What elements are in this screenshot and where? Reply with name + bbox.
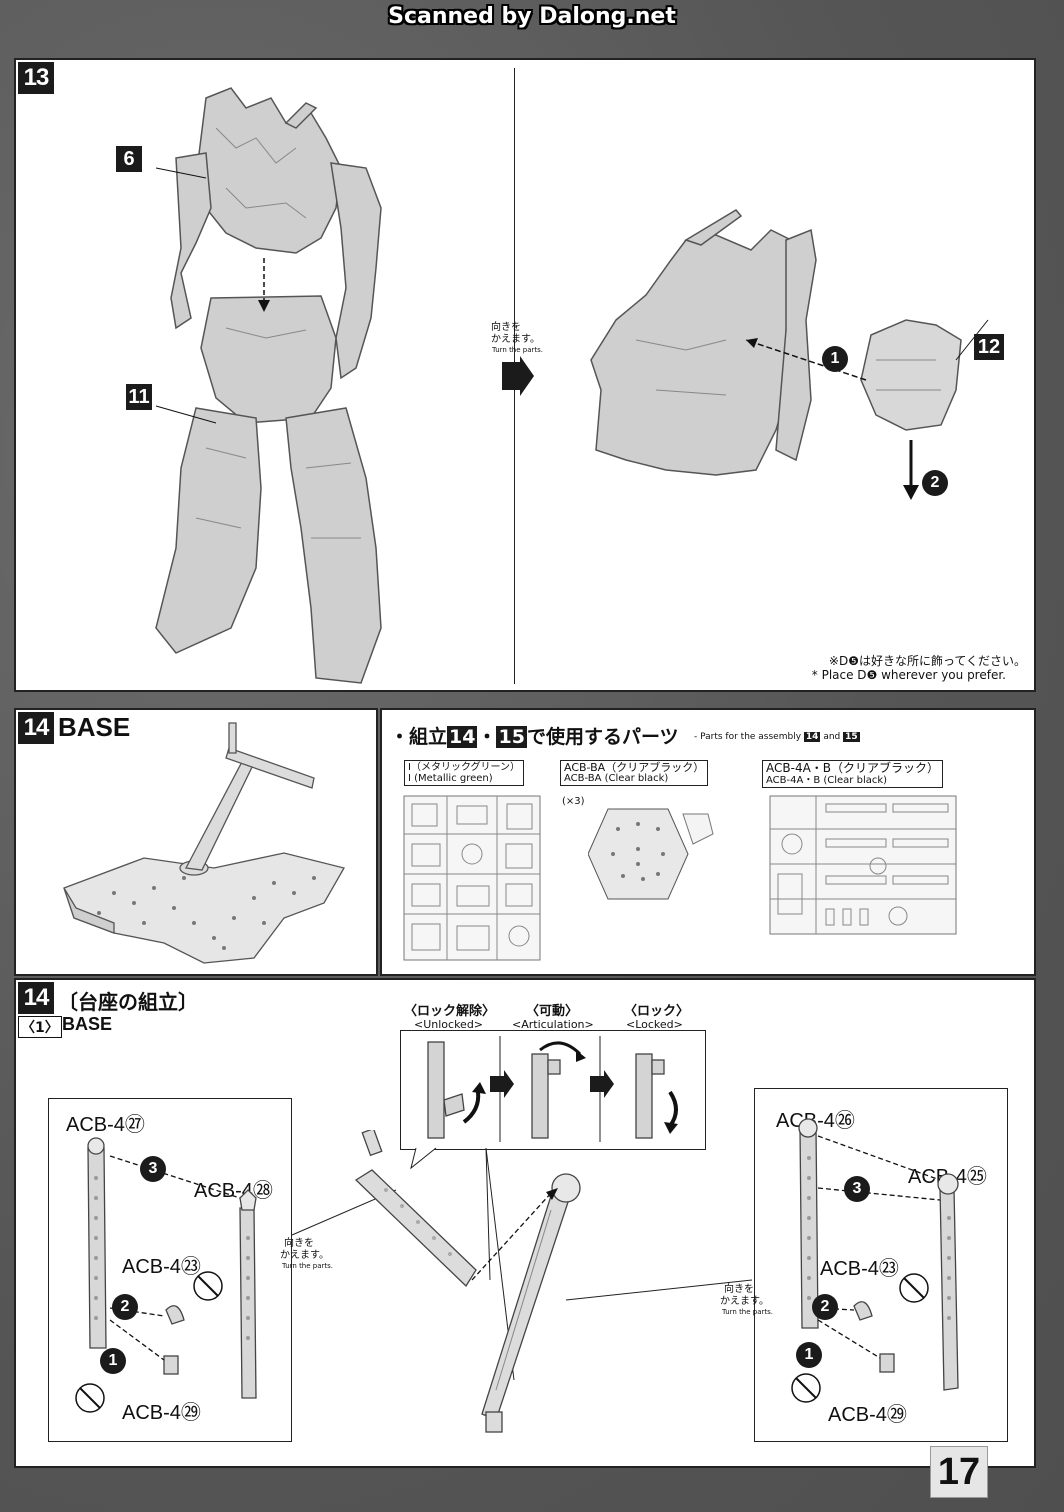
runner-acb-4-label: ACB-4A・B（クリアブラック） ACB-4A・B (Clear black) (762, 760, 944, 788)
parts-heading-step-14: 14 (447, 726, 478, 748)
right-step-2-marker: 2 (812, 1294, 838, 1320)
parts-en-15: 15 (843, 732, 860, 742)
turn-parts-en-left: Turn the parts. (282, 1262, 334, 1270)
left-part-23: ACB-4㉓ (122, 1256, 201, 1278)
page-number: 17 (930, 1446, 988, 1498)
runner-acb-ba-qty: (×3) (562, 796, 585, 807)
turn-parts-jp-1-right: 向きを (724, 1284, 754, 1295)
unicorn-upper-body-illustration (590, 209, 989, 500)
runner-i-label: I（メタリックグリーン） I (Metallic green) (404, 760, 525, 786)
parts-en-prefix: - Parts for the assembly (694, 732, 802, 742)
lock-modes-box (400, 1030, 706, 1150)
note-en: * Place D❺ wherever you prefer. (811, 668, 1006, 682)
runner-acb-4-en: ACB-4A・B (Clear black) (766, 775, 888, 786)
right-part-26: ACB-4㉖ (776, 1110, 855, 1132)
note-jp: ※D❺は好きな所に飾ってください。 (828, 654, 1026, 668)
left-part-27: ACB-4㉗ (66, 1114, 145, 1136)
right-arm-assembly-illustration (791, 1118, 959, 1403)
right-part-23: ACB-4㉓ (820, 1258, 899, 1280)
parts-heading-en: - Parts for the assembly 14 and 15 (694, 732, 860, 742)
lock-modes-illustration (427, 1036, 678, 1142)
left-step-2-marker: 2 (112, 1294, 138, 1320)
parts-heading-suffix: で使用するパーツ (526, 726, 679, 748)
center-arm-illustration (354, 1130, 581, 1433)
parts-heading-step-15: 15 (496, 726, 527, 748)
step-title: BASE (58, 712, 131, 742)
turn-parts-en-right: Turn the parts. (722, 1308, 774, 1316)
left-arm-assembly-illustration (75, 1137, 257, 1413)
parts-heading-prefix: ・組立 (390, 726, 448, 748)
parts-en-14: 14 (803, 732, 821, 742)
step-14-base-panel: 14 BASE (14, 708, 378, 976)
runner-i-illustration (403, 795, 541, 961)
mode-articulation-en: <Articulation> (512, 1018, 594, 1031)
right-step-3-marker: 3 (844, 1176, 870, 1202)
turn-parts-jp-2-right: かえます。 (720, 1296, 769, 1307)
turn-arrow-icon (502, 356, 534, 396)
left-step-1-marker: 1 (100, 1348, 126, 1374)
mode-locked-jp: 〈ロック〉 (624, 1004, 690, 1019)
mode-locked-en: <Locked> (626, 1018, 683, 1031)
turn-parts-jp-2: かえます。 (491, 334, 540, 345)
callout-part-6: 6 (116, 146, 142, 172)
sub-step-title: BASE (62, 1014, 113, 1034)
base-stand-illustration (63, 722, 345, 964)
runner-acb-ba-en: ACB-BA (Clear black) (564, 773, 669, 784)
runner-acb-ba-label: ACB-BA（クリアブラック） ACB-BA (Clear black) (560, 760, 709, 786)
turn-parts-jp-2-left: かえます。 (280, 1250, 329, 1261)
step-14-assembly-panel: 14 〔台座の組立〕 〈1〉 BASE 〈ロック解除〉 <Unlocked> 〈… (14, 978, 1036, 1468)
unicorn-full-figure-illustration (155, 87, 382, 684)
parts-heading-dot: ・ (477, 726, 497, 748)
scanned-by-watermark: Scanned by Dalong.net (388, 4, 676, 29)
turn-parts-jp-1-left: 向きを (284, 1238, 314, 1249)
order-2-marker: 2 (922, 470, 948, 496)
right-step-1-marker: 1 (796, 1342, 822, 1368)
runner-acb-ba-jp: ACB-BA（クリアブラック） (564, 761, 705, 774)
runner-acb-4-illustration (769, 795, 957, 935)
mode-unlocked-jp: 〈ロック解除〉 (404, 1004, 496, 1019)
parts-en-and: and (823, 732, 841, 742)
step-number: 14 (18, 982, 54, 1014)
right-part-29: ACB-4㉙ (828, 1404, 907, 1426)
sub-step-number: 〈1〉 (18, 1016, 62, 1038)
step-number: 14 (18, 712, 54, 744)
turn-parts-en: Turn the parts. (492, 346, 544, 354)
callout-part-11: 11 (126, 384, 152, 410)
mode-articulation-jp: 〈可動〉 (526, 1004, 579, 1019)
step-number: 13 (18, 62, 54, 94)
runner-i-jp: I（メタリックグリーン） (408, 762, 521, 773)
turn-parts-jp-1: 向きを (491, 322, 521, 333)
step-13-panel: 13 6 11 向きを (14, 58, 1036, 692)
runner-i-en: I (Metallic green) (408, 773, 493, 784)
runner-acb-4-jp: ACB-4A・B（クリアブラック） (766, 761, 940, 775)
order-1-marker: 1 (822, 346, 848, 372)
runner-acb-ba-illustration (588, 808, 714, 900)
callout-part-12: 12 (974, 334, 1004, 360)
left-step-3-marker: 3 (140, 1156, 166, 1182)
step-title-jp: 〔台座の組立〕 (58, 990, 198, 1014)
mode-unlocked-en: <Unlocked> (414, 1018, 484, 1031)
left-part-29: ACB-4㉙ (122, 1402, 201, 1424)
